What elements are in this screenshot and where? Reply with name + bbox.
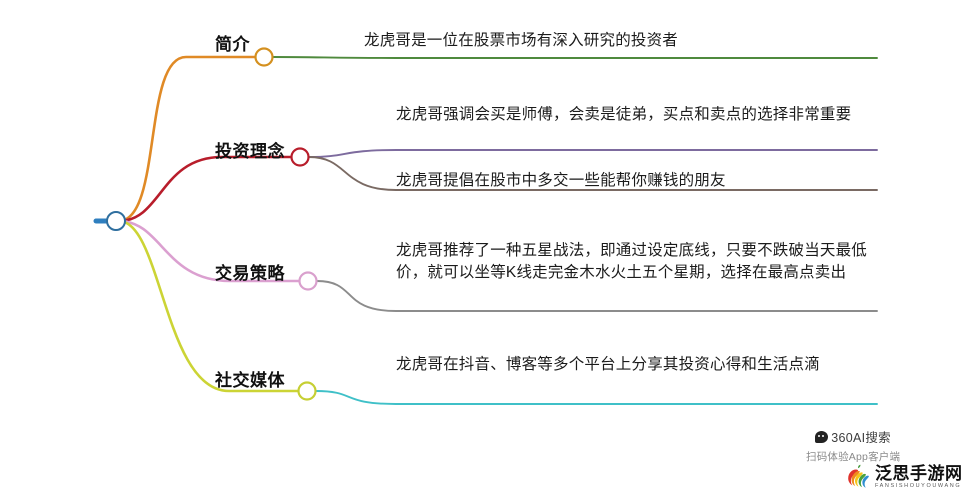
branch-node-3[interactable] <box>298 271 318 291</box>
branch-curve-1 <box>118 55 257 223</box>
branch-curve-2 <box>118 155 293 223</box>
branch-curve-4 <box>118 219 300 393</box>
branch-node-4[interactable] <box>297 381 317 401</box>
branch-label-strategy[interactable]: 交易策略 <box>215 264 285 283</box>
watermark-brand-text: 360AI搜索 <box>831 431 891 445</box>
branch-label-philosophy[interactable]: 投资理念 <box>215 142 285 161</box>
leaf-text-social-1[interactable]: 龙虎哥在抖音、博客等多个平台上分享其投资心得和生活点滴 <box>396 356 820 373</box>
branch-label-social[interactable]: 社交媒体 <box>215 371 285 390</box>
branch-node-1[interactable] <box>254 47 274 67</box>
watermark-subtitle: 扫码体验App客户端 <box>806 451 901 463</box>
site-logo-name: 泛思手游网 <box>875 463 963 483</box>
leaf-connector-2-1 <box>308 149 878 158</box>
watermark-brand-row: 360AI搜索 <box>815 427 891 446</box>
watermark-360ai: 360AI搜索 扫码体验App客户端 <box>806 427 900 464</box>
site-logo-text: 泛思手游网 FANSISHOUYOUWANG <box>875 465 963 490</box>
site-logo-pinyin: FANSISHOUYOUWANG <box>875 482 962 489</box>
root-node[interactable] <box>106 211 126 231</box>
branch-label-intro[interactable]: 简介 <box>215 35 250 54</box>
site-logo: 泛思手游网 FANSISHOUYOUWANG <box>845 464 963 490</box>
leaf-text-philosophy-1[interactable]: 龙虎哥强调会买是师傅，会卖是徒弟，买点和卖点的选择非常重要 <box>396 106 852 123</box>
leaf-connector-4-1 <box>315 390 878 405</box>
branch-node-2[interactable] <box>290 147 310 167</box>
branch-curve-3 <box>118 219 301 283</box>
leaf-connector-2-2 <box>308 156 878 191</box>
leaf-connector-3-1 <box>316 280 878 312</box>
leaf-text-philosophy-2[interactable]: 龙虎哥提倡在股市中多交一些能帮你赚钱的朋友 <box>396 172 726 189</box>
speech-bubble-icon <box>815 430 829 443</box>
leaf-text-intro-1[interactable]: 龙虎哥是一位在股票市场有深入研究的投资者 <box>364 32 679 49</box>
apple-logo-icon <box>848 464 869 488</box>
leaf-text-strategy-1[interactable]: 龙虎哥推荐了一种五星战法，即通过设定底线，只要不跌破当天最低价，就可以坐等K线走… <box>396 242 868 281</box>
leaf-connector-1-1 <box>272 56 878 59</box>
